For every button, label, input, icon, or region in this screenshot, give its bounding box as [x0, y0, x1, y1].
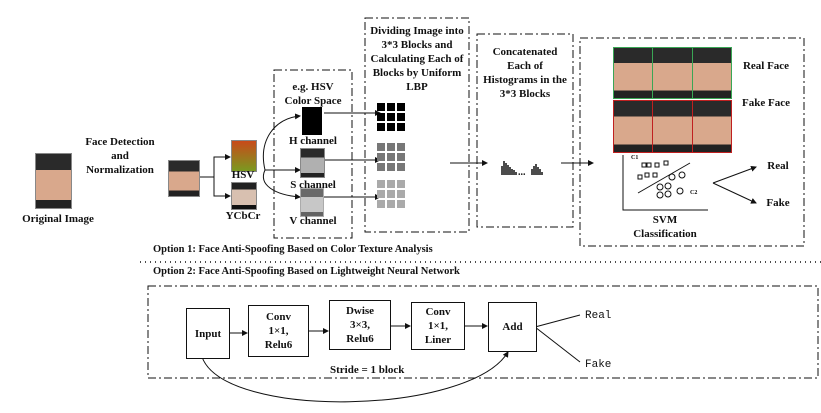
fake-face-label: Fake Face — [742, 97, 790, 109]
svm-c1: C1 — [631, 155, 639, 161]
histogram-title: Concatenated Each of Histograms in the 3… — [483, 46, 567, 100]
lbp-box — [364, 17, 470, 233]
lbp-title: Dividing Image into 3*3 Blocks and Calcu… — [370, 25, 464, 93]
add-block: Add — [488, 302, 537, 352]
option1-title: Option 1: Face Anti-Spoofing Based on Co… — [153, 244, 433, 255]
hsv-label: HSV — [231, 169, 255, 181]
s-channel-image — [300, 148, 325, 178]
original-image — [35, 153, 72, 209]
hsv-image — [231, 140, 257, 172]
h-channel-image — [302, 107, 322, 135]
real-face-label: Real Face — [742, 60, 790, 72]
ycbcr-label: YCbCr — [225, 210, 261, 222]
network-fake-output: Fake — [585, 359, 612, 371]
svm-label: SVM Classification — [633, 214, 697, 240]
v-channel-label: V channel — [289, 215, 337, 227]
real-faces — [613, 47, 732, 99]
v-channel-image — [300, 188, 324, 217]
svm-box — [579, 37, 805, 247]
detection-label: Face Detection and Normalization — [85, 136, 155, 176]
normalized-face — [168, 160, 200, 197]
svm-fake-output: Fake — [766, 197, 790, 209]
conv2-block: Conv 1×1, Liner — [411, 302, 465, 350]
svm-real-output: Real — [767, 160, 789, 172]
dwise-block: Dwise 3×3, Relu6 — [329, 300, 391, 350]
input-block: Input — [186, 308, 230, 359]
color-space-title: e.g. HSV Color Space — [284, 81, 342, 107]
network-real-output: Real — [585, 310, 612, 322]
original-image-label: Original Image — [22, 213, 94, 225]
network-box — [147, 285, 819, 379]
option2-title: Option 2: Face Anti-Spoofing Based on Li… — [153, 266, 460, 277]
svm-c2: C2 — [690, 190, 698, 196]
svg-text:...: ... — [518, 167, 526, 178]
fake-faces — [613, 100, 732, 153]
h-channel-label: H channel — [289, 135, 337, 147]
histogram-box — [476, 33, 574, 228]
stride-label: Stride = 1 block — [330, 364, 405, 376]
ycbcr-image — [231, 182, 257, 210]
lbp-blocks — [377, 103, 405, 208]
color-space-box — [273, 69, 353, 239]
conv1-block: Conv 1×1, Relu6 — [248, 305, 309, 357]
